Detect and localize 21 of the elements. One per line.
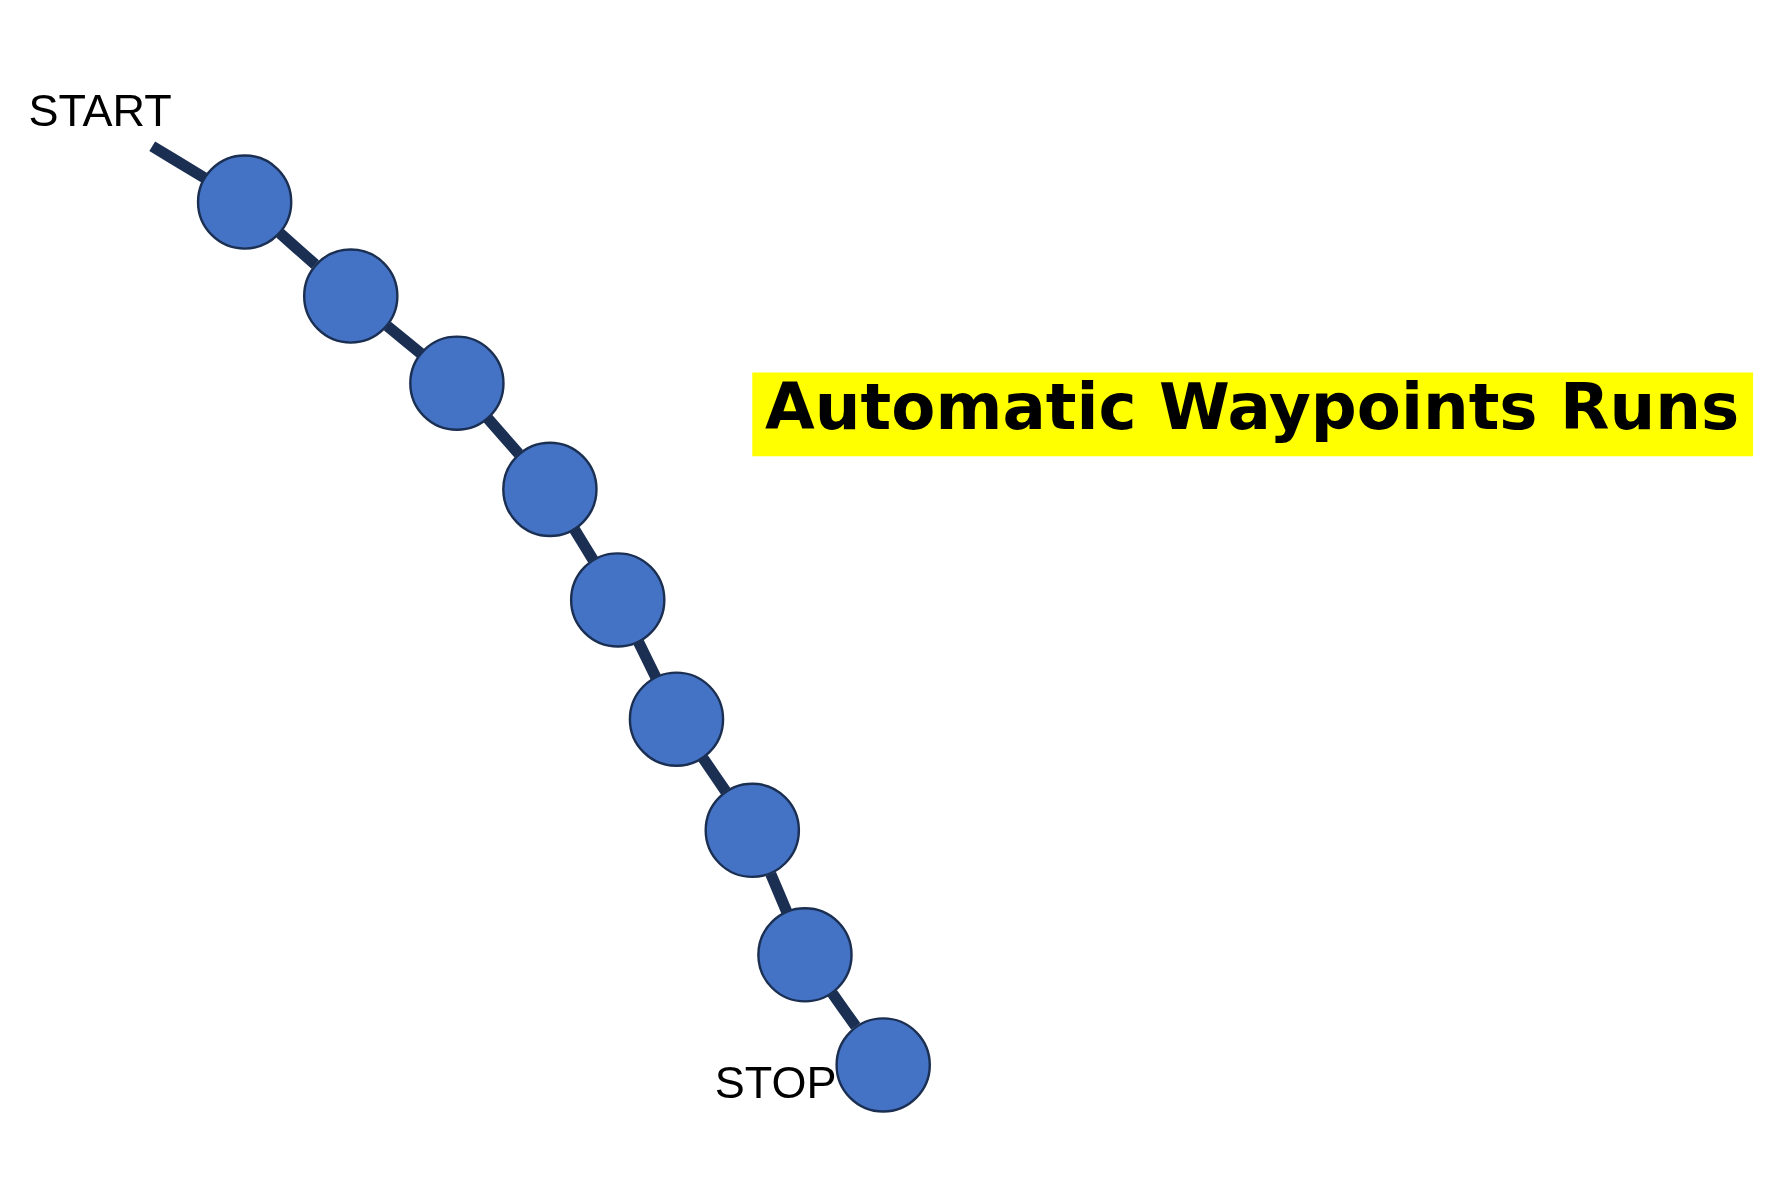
connector: [827, 990, 861, 1030]
connector: [569, 526, 598, 563]
node-circle: [835, 1017, 931, 1113]
node-circle: [196, 154, 293, 250]
node-label: STOP: [714, 1056, 837, 1108]
label: Automatic Waypoints Runs: [765, 368, 1740, 444]
node-circle: [409, 335, 505, 431]
node-circle: [704, 782, 801, 879]
connector: [765, 871, 792, 914]
connector: [383, 321, 425, 358]
node-circle: [569, 552, 666, 648]
node-circle: [628, 671, 725, 767]
connector: [276, 229, 319, 269]
node-circle: [302, 248, 399, 344]
connector: [633, 639, 661, 680]
node-circle: [502, 441, 598, 538]
connector: [698, 754, 731, 795]
connector: [483, 414, 523, 458]
node-circle: [757, 907, 853, 1003]
connector: [149, 141, 208, 183]
node-text: START: [28, 84, 172, 136]
